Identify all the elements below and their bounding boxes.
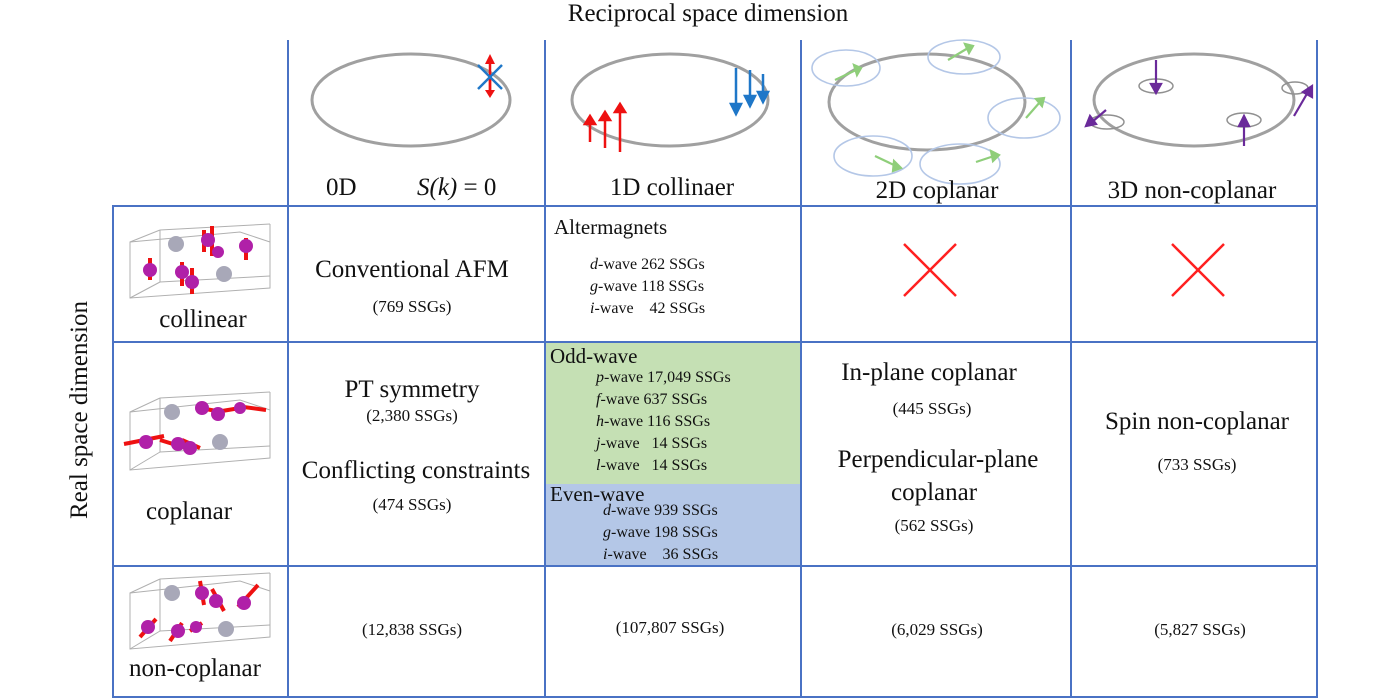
grid-line-v2 [544,40,546,698]
list-item: h-wave 116 SSGs [596,413,711,430]
conventional-afm-count: (769 SSGs) [372,297,452,316]
forbidden-cross-3d [1171,243,1225,297]
list-item: f-wave 637 SSGs [596,391,708,408]
column-label-1d: 1D collinaer [609,174,735,201]
fermi-ellipse-1d [570,52,770,148]
grid-line-v0 [112,205,114,698]
grid-line-v3 [800,40,802,698]
row-label-noncoplanar: non-coplanar [129,655,261,682]
column-label-0d: 0D [326,174,357,201]
row-label-coplanar: coplanar [145,498,233,525]
grid-line-v5 [1316,40,1318,698]
grid-line-h2 [112,341,1318,343]
unit-cell-box [129,223,271,299]
even-wave-title: Even-wave [550,482,645,506]
fermi-ellipse-3d [1092,52,1296,148]
even-wave-panel [546,484,800,565]
list-item: g-wave 198 SSGs [603,524,718,541]
perpendicular-plane-count: (562 SSGs) [894,516,974,535]
spin-non-coplanar-title: Spin non-coplanar [1105,408,1289,435]
collinear-crystal-illustration [129,223,271,299]
list-item: g-wave 118 SSGs [590,278,705,295]
in-plane-coplanar-title: In-plane coplanar [841,359,1017,386]
noncoplanar-3d-count: (5,827 SSGs) [1154,620,1246,639]
gray-atoms [168,236,232,282]
unit-cell-box [129,391,271,471]
list-item: d-wave 262 SSGs [590,256,705,273]
fermi-surface-1d-illustration [570,52,771,152]
grid-line-h3 [112,565,1318,567]
green-spin-arrows [834,42,1046,173]
column-formula-0d: S(k) = 0 [417,174,496,202]
formula-lhs: S(k) [417,174,458,201]
grid-line-h1 [112,205,1318,207]
purple-spin-arrows [1084,60,1314,146]
spin-arrow-up-head [485,54,495,64]
column-label-2d: 2D coplanar [875,177,999,204]
list-item: d-wave 939 SSGs [603,502,718,519]
noncoplanar-0d-count: (12,838 SSGs) [361,620,463,639]
fermi-surface-0d-illustration [310,52,512,148]
grid-line-v1 [287,40,289,698]
red-spin-arrows [582,101,628,152]
spin-precession-circles [811,39,1061,185]
coplanar-crystal-illustration [123,391,271,471]
fermi-surface-2d-illustration [811,39,1061,185]
noncoplanar-crystal-illustration [129,572,271,650]
row-label-collinear: collinear [159,306,247,333]
conflicting-constraints-title: Conflicting constraints [301,457,531,484]
magenta-atoms [143,233,253,289]
fermi-surface-3d-illustration [1084,52,1314,148]
pt-symmetry-title: PT symmetry [344,376,480,403]
grid-line-h4 [112,696,1318,698]
formula-rhs: = 0 [463,174,497,201]
forbidden-cross-2d [903,243,957,297]
spin-non-coplanar-count: (733 SSGs) [1157,455,1237,474]
list-item: i-wave 36 SSGs [603,546,719,563]
noncoplanar-1d-count: (107,807 SSGs) [615,618,725,637]
list-item: p-wave 17,049 SSGs [596,369,731,386]
blue-spin-arrows [728,68,771,117]
noncoplanar-2d-count: (6,029 SSGs) [891,620,983,639]
odd-wave-title: Odd-wave [550,344,638,368]
list-item: i-wave 42 SSGs [590,300,706,317]
conventional-afm-title: Conventional AFM [315,256,509,283]
grid-line-v4 [1070,40,1072,698]
column-label-3d: 3D non-coplanar [1107,177,1277,204]
altermagnets-list: d-wave 262 SSGs g-wave 118 SSGs i-wave 4… [590,254,750,320]
magenta-atoms [139,401,246,455]
cancel-cross-line-2 [477,64,503,90]
spin-precession-circles-3d [1089,78,1309,130]
list-item: j-wave 14 SSGs [596,435,708,452]
perpendicular-plane-title: Perpendicular-plane [837,446,1039,473]
altermagnets-title: Altermagnets [554,215,668,239]
list-item: l-wave 14 SSGs [596,457,708,474]
conflicting-constraints-count: (474 SSGs) [372,495,452,514]
odd-wave-list: p-wave 17,049 SSGs f-wave 637 SSGs h-wav… [596,367,796,477]
magenta-atoms [141,586,251,638]
gray-atoms [164,585,234,637]
column-axis-title: Reciprocal space dimension [567,0,849,27]
pt-symmetry-count: (2,380 SSGs) [366,406,458,425]
fermi-ellipse-0d [310,52,512,148]
row-axis-title: Real space dimension [66,301,93,519]
odd-wave-panel [546,343,800,484]
even-wave-list: d-wave 939 SSGs g-wave 198 SSGs i-wave 3… [603,500,793,566]
spin-arrow-down-head [485,90,495,98]
in-plane-coplanar-count: (445 SSGs) [892,399,972,418]
fermi-ellipse-2d [827,52,1027,152]
gray-atoms [164,404,228,450]
perpendicular-plane-title-line2: coplanar [890,479,978,506]
